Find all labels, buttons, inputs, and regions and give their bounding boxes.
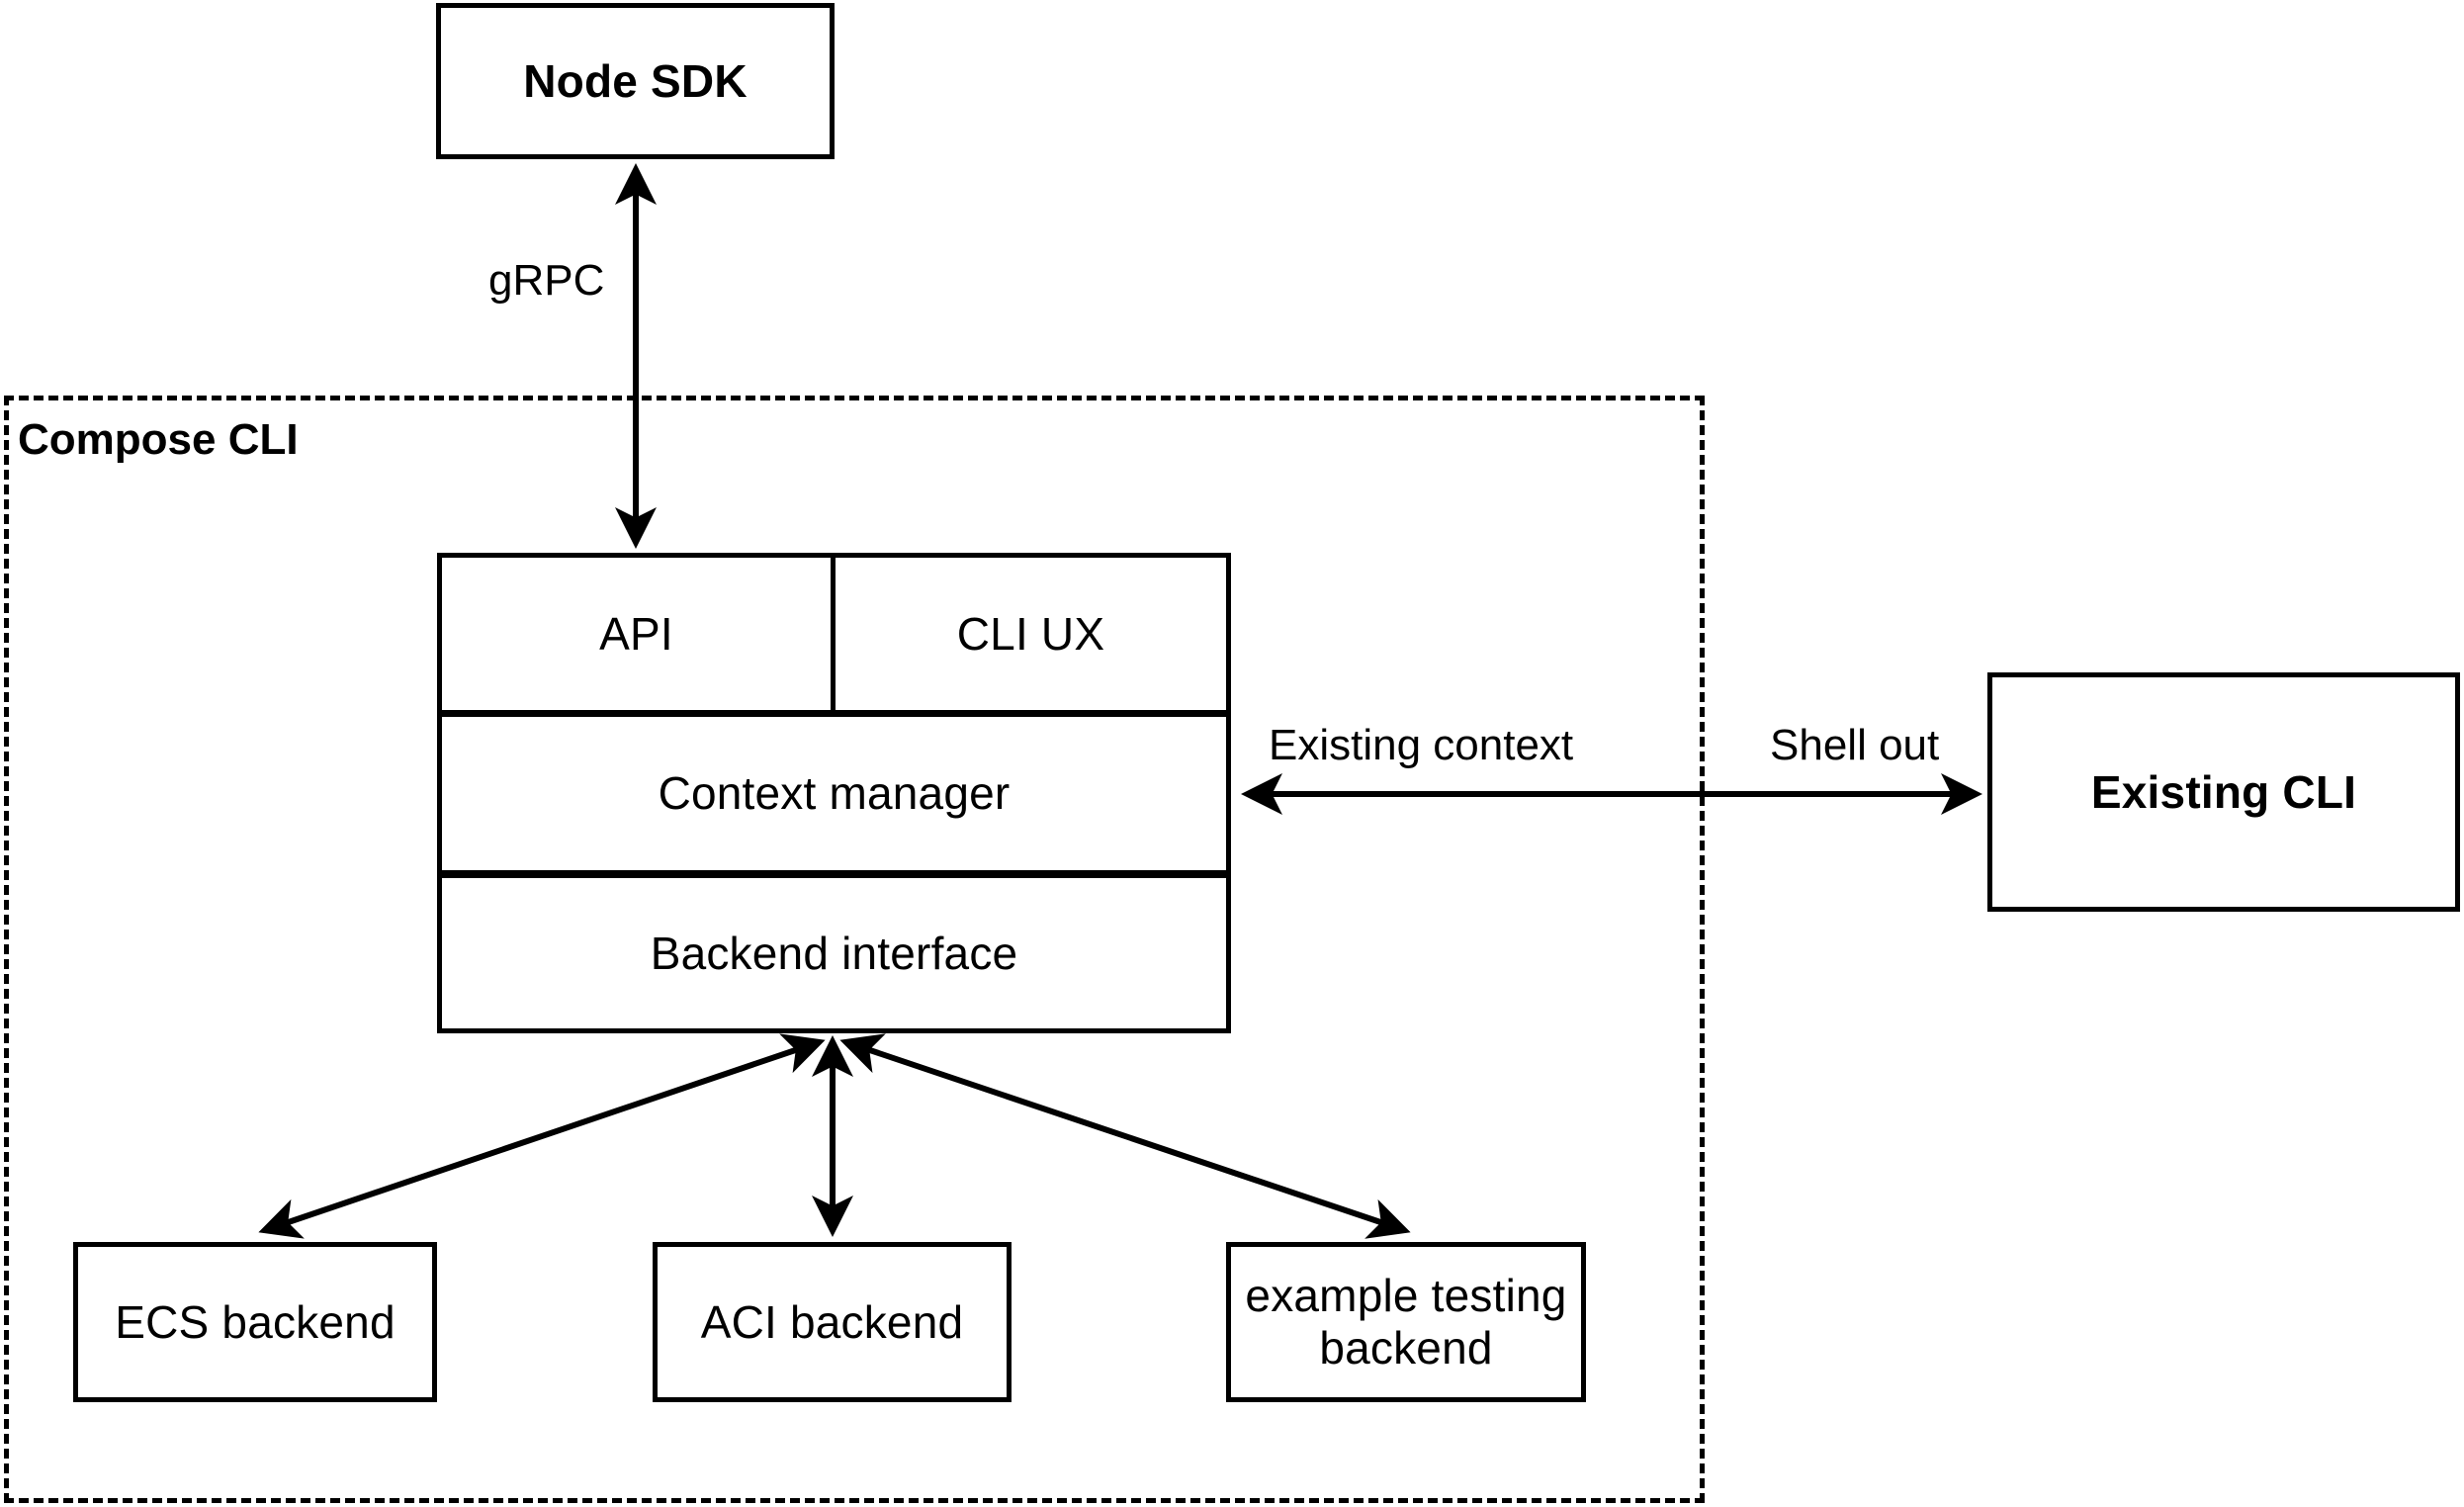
existing-cli-box[interactable]: Existing CLI xyxy=(1987,672,2460,912)
context-manager-box[interactable]: Context manager xyxy=(437,712,1231,875)
ecs-backend-label: ECS backend xyxy=(115,1295,396,1348)
api-box[interactable]: API xyxy=(437,553,836,714)
example-testing-backend-box[interactable]: example testing backend xyxy=(1226,1242,1586,1402)
context-manager-label: Context manager xyxy=(658,767,1011,820)
edge-label-grpc: gRPC xyxy=(488,256,605,305)
backend-interface-label: Backend interface xyxy=(650,927,1018,979)
existing-cli-label: Existing CLI xyxy=(2090,765,2357,818)
node-sdk-box[interactable]: Node SDK xyxy=(436,3,835,159)
edge-label-shell-out: Shell out xyxy=(1770,721,1940,769)
example-testing-backend-label-line2: backend xyxy=(1319,1322,1493,1374)
aci-backend-box[interactable]: ACI backend xyxy=(653,1242,1012,1402)
aci-backend-label: ACI backend xyxy=(700,1295,964,1348)
ecs-backend-box[interactable]: ECS backend xyxy=(73,1242,437,1402)
backend-interface-box[interactable]: Backend interface xyxy=(437,873,1231,1033)
edge-backend-example-line xyxy=(839,1033,1411,1239)
compose-cli-group-title: Compose CLI xyxy=(18,415,299,464)
example-testing-backend-label: example testing backend xyxy=(1245,1270,1566,1374)
edge-label-existing-context: Existing context xyxy=(1269,721,1574,769)
cli-ux-box[interactable]: CLI UX xyxy=(832,553,1231,714)
compose-cli-group xyxy=(4,396,1705,1503)
cli-ux-label: CLI UX xyxy=(956,607,1105,660)
node-sdk-label: Node SDK xyxy=(523,54,748,107)
example-testing-backend-label-line1: example testing xyxy=(1245,1270,1567,1322)
edge-backend-ecs-line xyxy=(258,1033,826,1239)
api-label: API xyxy=(599,607,673,660)
